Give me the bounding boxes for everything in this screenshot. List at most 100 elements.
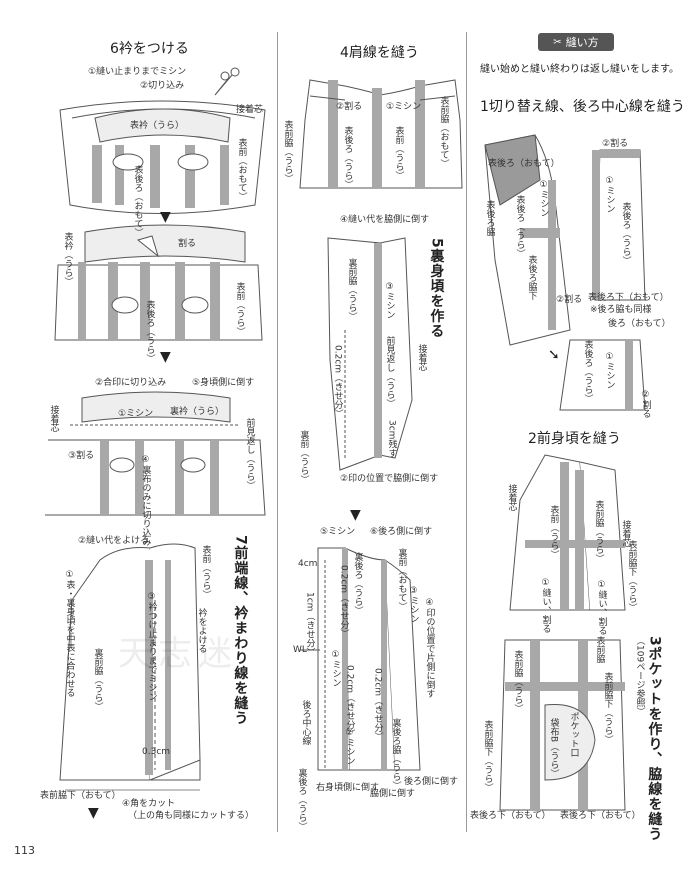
shoulder-seam-figure xyxy=(299,79,463,189)
column-divider-left xyxy=(277,32,278,832)
label: ②割る xyxy=(336,102,363,112)
collar-attach-figure-2 xyxy=(54,224,263,341)
label: 表後ろ脇下 xyxy=(526,255,537,300)
down-arrow-icon: ▼ xyxy=(350,507,361,523)
down-arrow-icon: ▼ xyxy=(160,209,171,225)
label: 表後ろ下（おもて） xyxy=(470,811,551,821)
label: 裏前（うら） xyxy=(298,430,309,484)
pocket-figure xyxy=(499,639,626,811)
label: 表前脇 xyxy=(594,636,605,663)
page-number: 113 xyxy=(14,844,35,857)
label: ②割る xyxy=(640,390,651,418)
label: ③衿つけ止まりまでミシン xyxy=(146,592,157,701)
down-arrow-icon: ➘ xyxy=(548,347,560,363)
label: 表後ろ下（おもて） xyxy=(560,811,641,821)
label: 裏前（おもて） xyxy=(396,548,407,611)
label: ④裏布のみに切り込み xyxy=(140,455,151,546)
label: 0.2cm（きせ分） xyxy=(338,565,349,639)
label: 0.2cm（きせ分） xyxy=(344,665,355,739)
section-title-front-bodice: 2前身頃を縫う xyxy=(528,431,621,447)
label: 表後ろ（おもて） xyxy=(132,165,143,237)
back-lining-figure xyxy=(300,547,421,771)
label: 3cm残す xyxy=(386,420,397,458)
label: 脇側に倒す xyxy=(370,789,416,799)
label: ⑤身頃側に倒す xyxy=(192,378,255,388)
label: WL xyxy=(293,645,307,655)
label: 表後ろ下（おもて） xyxy=(588,293,669,303)
label: 表後ろ（うら） xyxy=(582,340,593,403)
label: 前見返し（うら） xyxy=(244,418,255,490)
label: 4cm xyxy=(298,559,318,569)
label: 表前脇下（うら） xyxy=(602,672,613,744)
label: ⑥後ろ側に倒す xyxy=(370,527,433,537)
section-title-front-edge: 7前端線、衿まわり線を縫う xyxy=(232,535,249,726)
label: ①縫い、割る xyxy=(540,578,551,633)
section-title-collar: 6衿をつける xyxy=(110,41,189,57)
section-title-pocket: 3ポケットを作り、脇線を縫う xyxy=(646,636,663,842)
label: 前見返し（うら） xyxy=(384,336,395,408)
label: 右身頃側に倒す xyxy=(316,783,380,793)
label: 表前（うら） xyxy=(548,505,559,559)
collar-attach-figure-3 xyxy=(45,391,266,516)
badge-label: 縫い方 xyxy=(565,36,599,49)
down-arrow-icon: ▼ xyxy=(160,349,171,365)
label: 裏後ろ（うら） xyxy=(352,552,363,615)
label: ③ミシン xyxy=(384,282,395,319)
label: 袋布B（うら） xyxy=(548,718,559,779)
sewing-machine-icon: ✂ xyxy=(553,36,562,48)
label: 表後ろ（うら） xyxy=(620,202,631,265)
label: ②合印に切り込み xyxy=(95,378,167,388)
label: 裏前脇（うら） xyxy=(346,258,357,321)
label: ①ミシン xyxy=(118,409,154,419)
pocket-page-ref: （109ページ参照） xyxy=(634,636,645,717)
label: ※後ろ脇も同様 xyxy=(590,305,652,315)
lining-bodice-figure xyxy=(327,237,413,471)
down-arrow-icon: ▼ xyxy=(88,805,99,821)
label: ①ミシン xyxy=(386,102,422,112)
label: 表前脇（うら） xyxy=(512,650,523,713)
label: ②ミシン xyxy=(344,728,355,765)
switch-line-figure xyxy=(484,134,646,411)
label: ①ミシン xyxy=(538,180,549,217)
label: 表後ろ脇 xyxy=(484,200,495,236)
label: 接着芯 xyxy=(506,484,517,511)
label: ③ミシン xyxy=(408,586,419,623)
label: 後ろ（おもて） xyxy=(608,319,671,329)
label: 表前（おもて） xyxy=(236,138,247,201)
label: 1cm（きせ分） xyxy=(304,592,315,657)
watermark: 天志迷 xyxy=(118,634,238,674)
label: ④印の位置で片側に倒す xyxy=(424,598,435,698)
label: 表衿（うら） xyxy=(62,232,73,286)
label: ポケット口 xyxy=(568,712,579,757)
label: ②割る xyxy=(556,295,583,305)
label: 割る xyxy=(178,239,197,249)
label: 表後ろ（うら） xyxy=(342,126,353,189)
section-title-lining: 5裏身頃を作る xyxy=(428,238,445,339)
label: ①表・裏身頃を中表に合わせる xyxy=(64,570,75,697)
label: （上の角も同様にカットする） xyxy=(128,811,255,821)
label: 表前脇（うら） xyxy=(593,500,604,563)
label: 表前（うら） xyxy=(200,545,211,599)
label: 裏前脇（うら） xyxy=(92,648,103,711)
label: ①ミシン xyxy=(604,176,615,213)
label: ③割る xyxy=(68,451,95,461)
label: ④角をカット xyxy=(122,799,176,809)
label: 表前脇下（うら） xyxy=(626,540,637,612)
label: 後ろ側に倒す xyxy=(404,777,459,787)
label: 表前脇（おもて） xyxy=(438,96,449,168)
section-title-shoulder: 4肩線を縫う xyxy=(340,45,419,61)
label: 表前脇下（おもて） xyxy=(40,791,121,801)
label: 表前脇下（うら） xyxy=(482,720,493,792)
label: ②切り込み xyxy=(140,81,185,91)
label: 表前（うら） xyxy=(393,126,404,180)
label: 裏後ろ脇（うら） xyxy=(390,718,401,790)
label: 接着芯 xyxy=(236,105,264,115)
label: 裏衿（うら） xyxy=(170,407,225,417)
label: 表前脇（うら） xyxy=(282,120,293,183)
front-edge-figure xyxy=(59,543,201,791)
label: 裏後ろ（うら） xyxy=(296,768,307,831)
label: 接着芯 xyxy=(416,344,427,371)
front-bodice-figure xyxy=(509,454,626,611)
label: 0.3cm xyxy=(142,747,171,757)
